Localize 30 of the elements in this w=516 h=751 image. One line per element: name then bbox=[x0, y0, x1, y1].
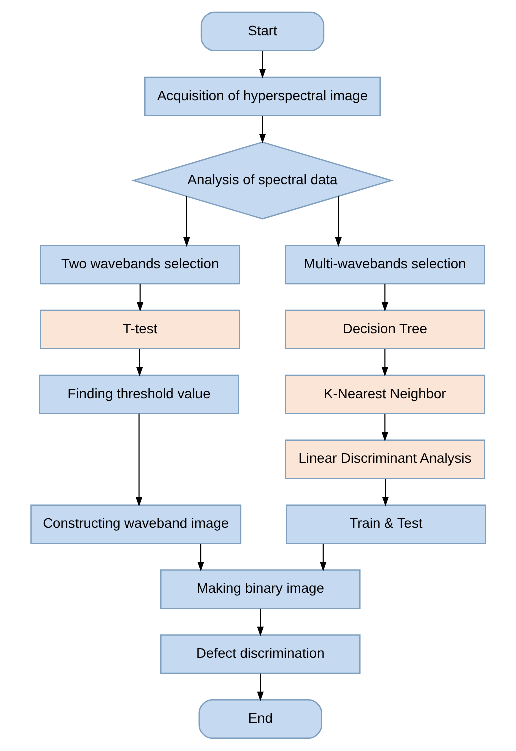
node-diamond: Analysis of spectral data bbox=[131, 142, 394, 220]
node-box: Start bbox=[200, 12, 324, 52]
arrow bbox=[381, 414, 388, 442]
node-box: Finding threshold value bbox=[38, 374, 239, 414]
arrow bbox=[136, 349, 143, 377]
arrow bbox=[334, 196, 342, 248]
node-box: Two wavebands selection bbox=[40, 245, 240, 285]
node-box: End bbox=[198, 700, 322, 740]
node-box: K-Nearest Neighbor bbox=[284, 374, 485, 414]
arrow bbox=[381, 284, 388, 312]
arrow bbox=[258, 51, 266, 79]
arrow bbox=[320, 544, 326, 572]
arrow bbox=[183, 196, 190, 248]
node-box: Train & Test bbox=[286, 504, 486, 544]
arrow bbox=[382, 479, 389, 507]
arrow bbox=[135, 414, 142, 507]
arrow bbox=[136, 284, 144, 312]
node-box: Linear Discriminant Analysis bbox=[284, 440, 485, 480]
node-box: Multi-wavebands selection bbox=[284, 245, 485, 285]
arrow bbox=[256, 608, 264, 636]
node-box: Defect discrimination bbox=[160, 634, 360, 674]
node-box: Making binary image bbox=[160, 570, 360, 610]
node-box: T-test bbox=[40, 310, 240, 350]
node-box: Constructing waveband image bbox=[30, 504, 242, 544]
arrow bbox=[197, 544, 204, 572]
arrow bbox=[258, 116, 266, 144]
node-box: Decision Tree bbox=[284, 310, 485, 350]
arrow bbox=[381, 349, 388, 377]
arrow bbox=[256, 674, 264, 702]
node-box: Acquisition of hyperspectral image bbox=[144, 76, 380, 116]
